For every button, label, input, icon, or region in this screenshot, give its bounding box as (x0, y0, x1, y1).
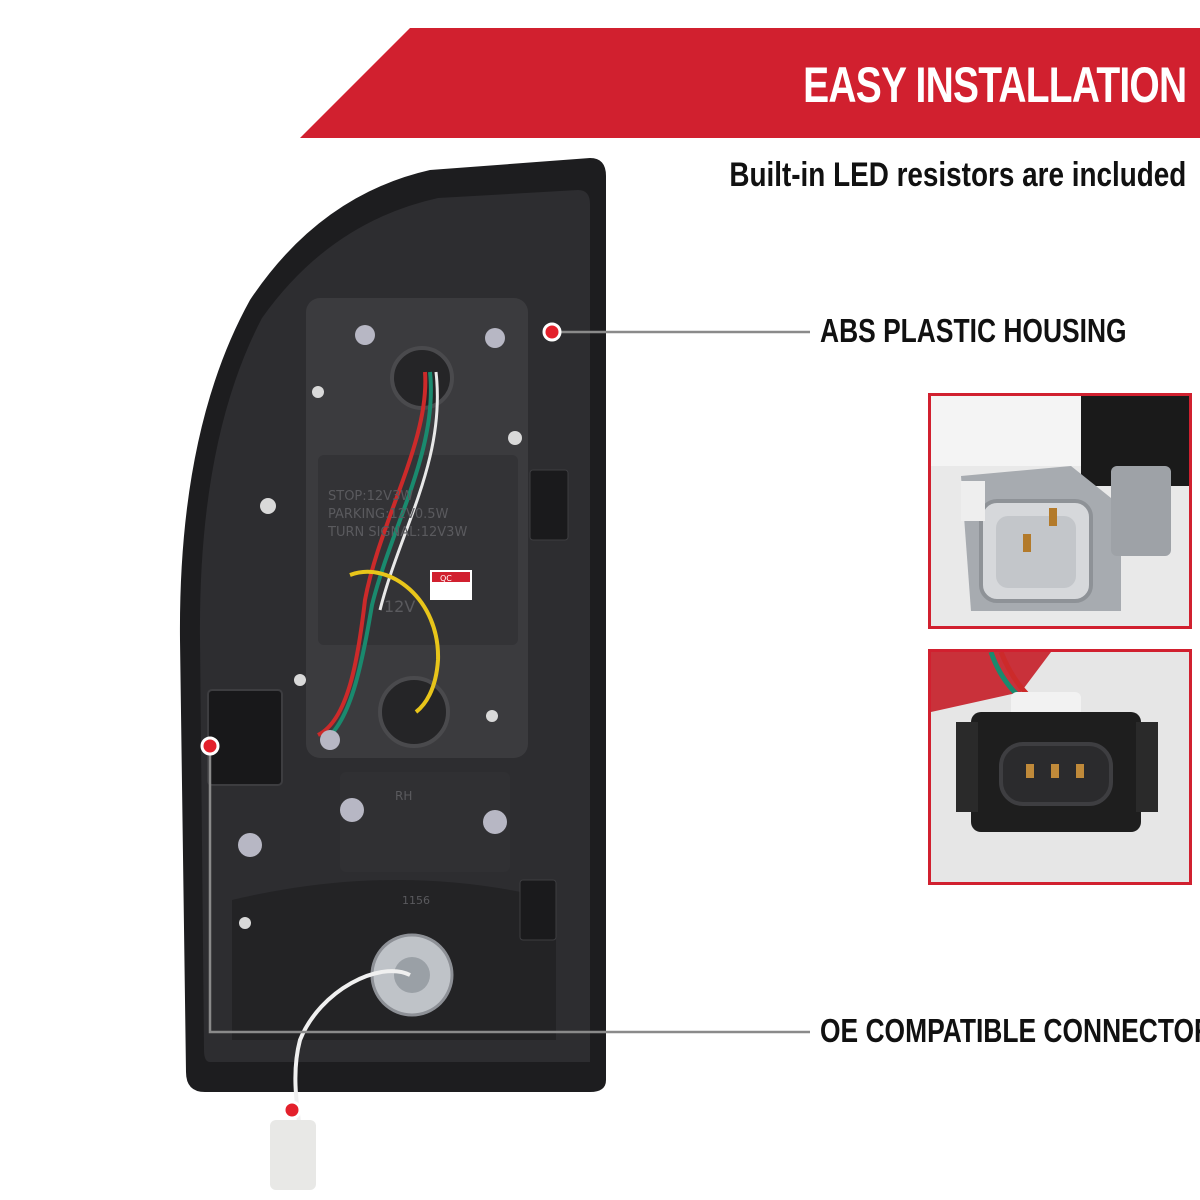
gray-connector-photo (931, 396, 1189, 626)
upper-socket (390, 346, 454, 410)
callout-housing: ABS PLASTIC HOUSING (820, 312, 1127, 349)
subheadline: Built-in LED resistors are included (728, 156, 1186, 194)
spec-line-3: TURN SIGNAL:12V3W (327, 525, 467, 540)
connector-leader-line (208, 746, 810, 1034)
connector-marker-dot (200, 736, 220, 756)
wire-green (320, 371, 433, 744)
wire-yellow (349, 569, 441, 714)
callout-connectors: OE COMPATIBLE CONNECTORS (820, 1012, 1200, 1049)
voltage-mark: 12V (384, 597, 415, 616)
wire-white (378, 371, 439, 611)
side-mark: RH (395, 789, 412, 803)
headline: EASY INSTALLATION (802, 57, 1187, 113)
banner-shape (300, 28, 1200, 138)
thumbnail-gray-connector (928, 393, 1192, 629)
black-connector-photo (931, 652, 1189, 882)
wire-red (317, 371, 428, 737)
thumbnail-black-connector (928, 649, 1192, 885)
label-plate (318, 455, 518, 645)
tail-light-illustration: QC STOP:12V3W PARKING:12V0.5W TURN SIGNA… (179, 158, 810, 1190)
spec-line-1: STOP:12V3W (328, 489, 413, 504)
bottom-plug (270, 1120, 316, 1190)
housing-marker-dot (542, 322, 562, 342)
lower-module (340, 772, 510, 872)
socket-mark: 1156 (402, 894, 430, 907)
wire-bulb (293, 969, 411, 1131)
qc-label: QC (440, 574, 452, 583)
lower-socket (378, 676, 450, 748)
header-banner: EASY INSTALLATION (300, 28, 1200, 138)
plug-marker-dot (282, 1100, 302, 1120)
side-connector (207, 689, 283, 786)
marker-dots (200, 322, 562, 1120)
spec-line-2: PARKING:12V0.5W (328, 507, 449, 522)
